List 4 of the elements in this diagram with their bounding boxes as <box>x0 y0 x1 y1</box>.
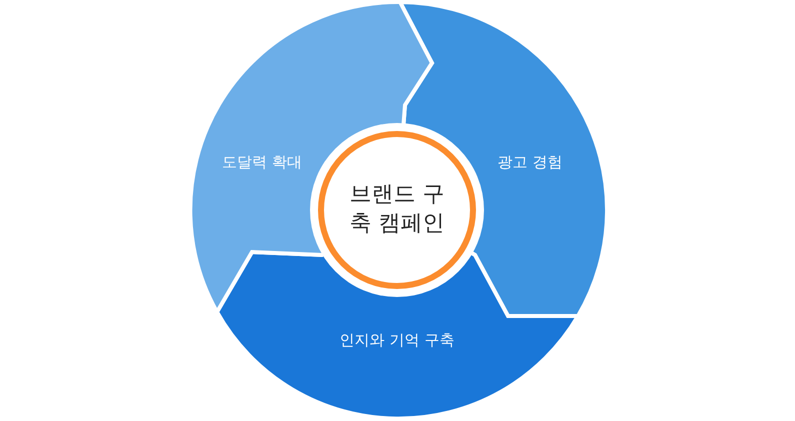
center-title: 브랜드 구축 캠페인 <box>350 182 444 236</box>
segment-label: 도달력 확대 <box>222 152 302 171</box>
segment-label: 인지와 기억 구축 <box>340 330 454 349</box>
segment-label: 광고 경험 <box>498 152 562 171</box>
